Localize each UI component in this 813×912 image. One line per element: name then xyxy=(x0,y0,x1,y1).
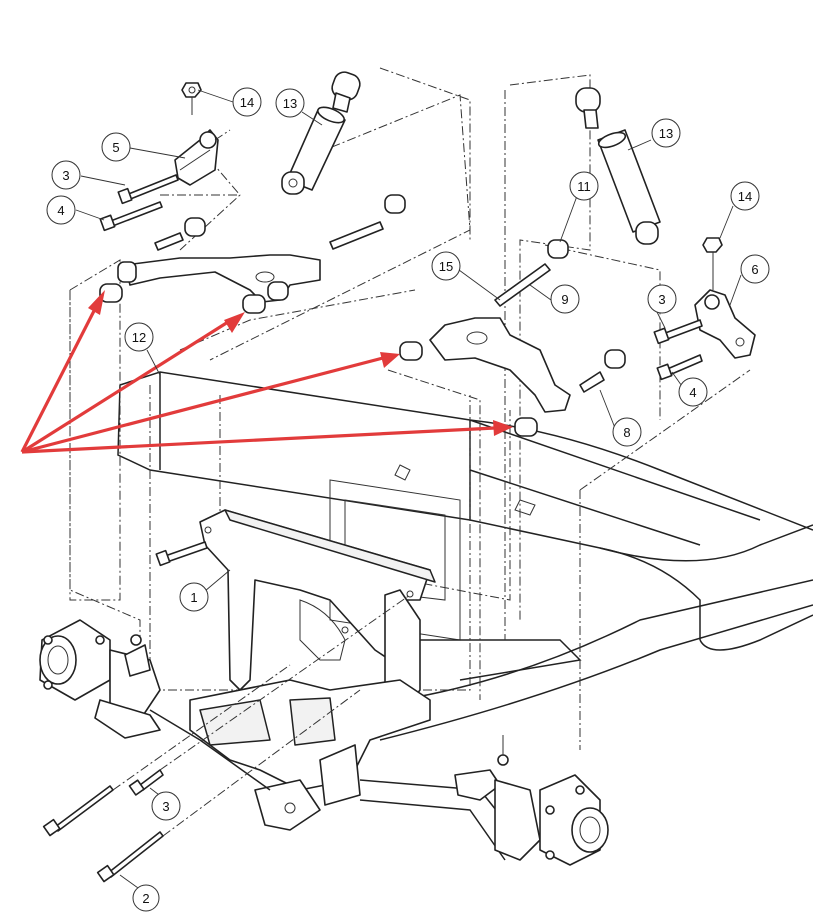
callout-14-left: 14 xyxy=(232,87,262,117)
crossmember-plate xyxy=(155,509,436,711)
left-shock-absorber xyxy=(281,71,361,195)
callout-3-lower: 3 xyxy=(151,791,181,821)
svg-text:5: 5 xyxy=(112,140,119,155)
callout-13-right: 13 xyxy=(651,118,681,148)
left-wheel-hub xyxy=(39,619,161,739)
arrow-1 xyxy=(20,304,99,453)
callout-6: 6 xyxy=(740,254,770,284)
callout-9: 9 xyxy=(550,284,580,314)
arrow-2-head xyxy=(224,312,245,333)
svg-text:6: 6 xyxy=(751,262,758,277)
callout-5: 5 xyxy=(101,132,131,162)
svg-text:3: 3 xyxy=(162,799,169,814)
left-a-arm xyxy=(99,194,406,314)
svg-text:14: 14 xyxy=(240,95,254,110)
svg-text:8: 8 xyxy=(623,425,630,440)
vehicle-frame xyxy=(117,371,813,741)
svg-text:3: 3 xyxy=(62,168,69,183)
callout-8: 8 xyxy=(612,417,642,447)
front-axle-carrier xyxy=(149,679,521,861)
callout-2: 2 xyxy=(132,884,160,912)
callout-13-left: 13 xyxy=(275,88,305,118)
right-wheel-hub xyxy=(454,735,609,866)
leader-lines xyxy=(75,89,742,894)
svg-text:1: 1 xyxy=(190,590,197,605)
svg-text:13: 13 xyxy=(283,96,297,111)
right-shock-bracket xyxy=(653,237,756,381)
callout-4-right: 4 xyxy=(678,377,708,407)
svg-text:15: 15 xyxy=(439,259,453,274)
long-bolts xyxy=(42,594,411,883)
callout-3-upper-left: 3 xyxy=(51,160,81,190)
arrow-2 xyxy=(21,320,229,454)
svg-text:12: 12 xyxy=(132,330,146,345)
callout-12: 12 xyxy=(124,322,154,352)
arrow-3 xyxy=(21,356,384,454)
left-bolts-upper xyxy=(99,82,202,232)
svg-text:14: 14 xyxy=(738,189,752,204)
arrow-4-head xyxy=(493,420,513,436)
right-a-arm xyxy=(399,239,626,437)
callout-11: 11 xyxy=(569,171,599,201)
svg-text:11: 11 xyxy=(577,179,591,194)
svg-text:4: 4 xyxy=(57,203,64,218)
callout-3-right: 3 xyxy=(647,284,677,314)
callout-arrows xyxy=(20,290,513,454)
svg-text:4: 4 xyxy=(689,385,696,400)
svg-text:13: 13 xyxy=(659,126,673,141)
callout-1: 1 xyxy=(179,582,209,612)
callout-14-right: 14 xyxy=(730,181,760,211)
svg-text:3: 3 xyxy=(658,292,665,307)
callout-4-left: 4 xyxy=(46,195,76,225)
callout-15: 15 xyxy=(431,251,461,281)
right-shock-absorber xyxy=(575,87,661,245)
svg-text:9: 9 xyxy=(561,292,568,307)
arrow-1-head xyxy=(88,290,105,315)
left-shock-bracket xyxy=(174,129,231,186)
svg-text:2: 2 xyxy=(142,891,149,906)
arrow-4 xyxy=(21,426,496,454)
arrow-3-head xyxy=(380,352,400,368)
